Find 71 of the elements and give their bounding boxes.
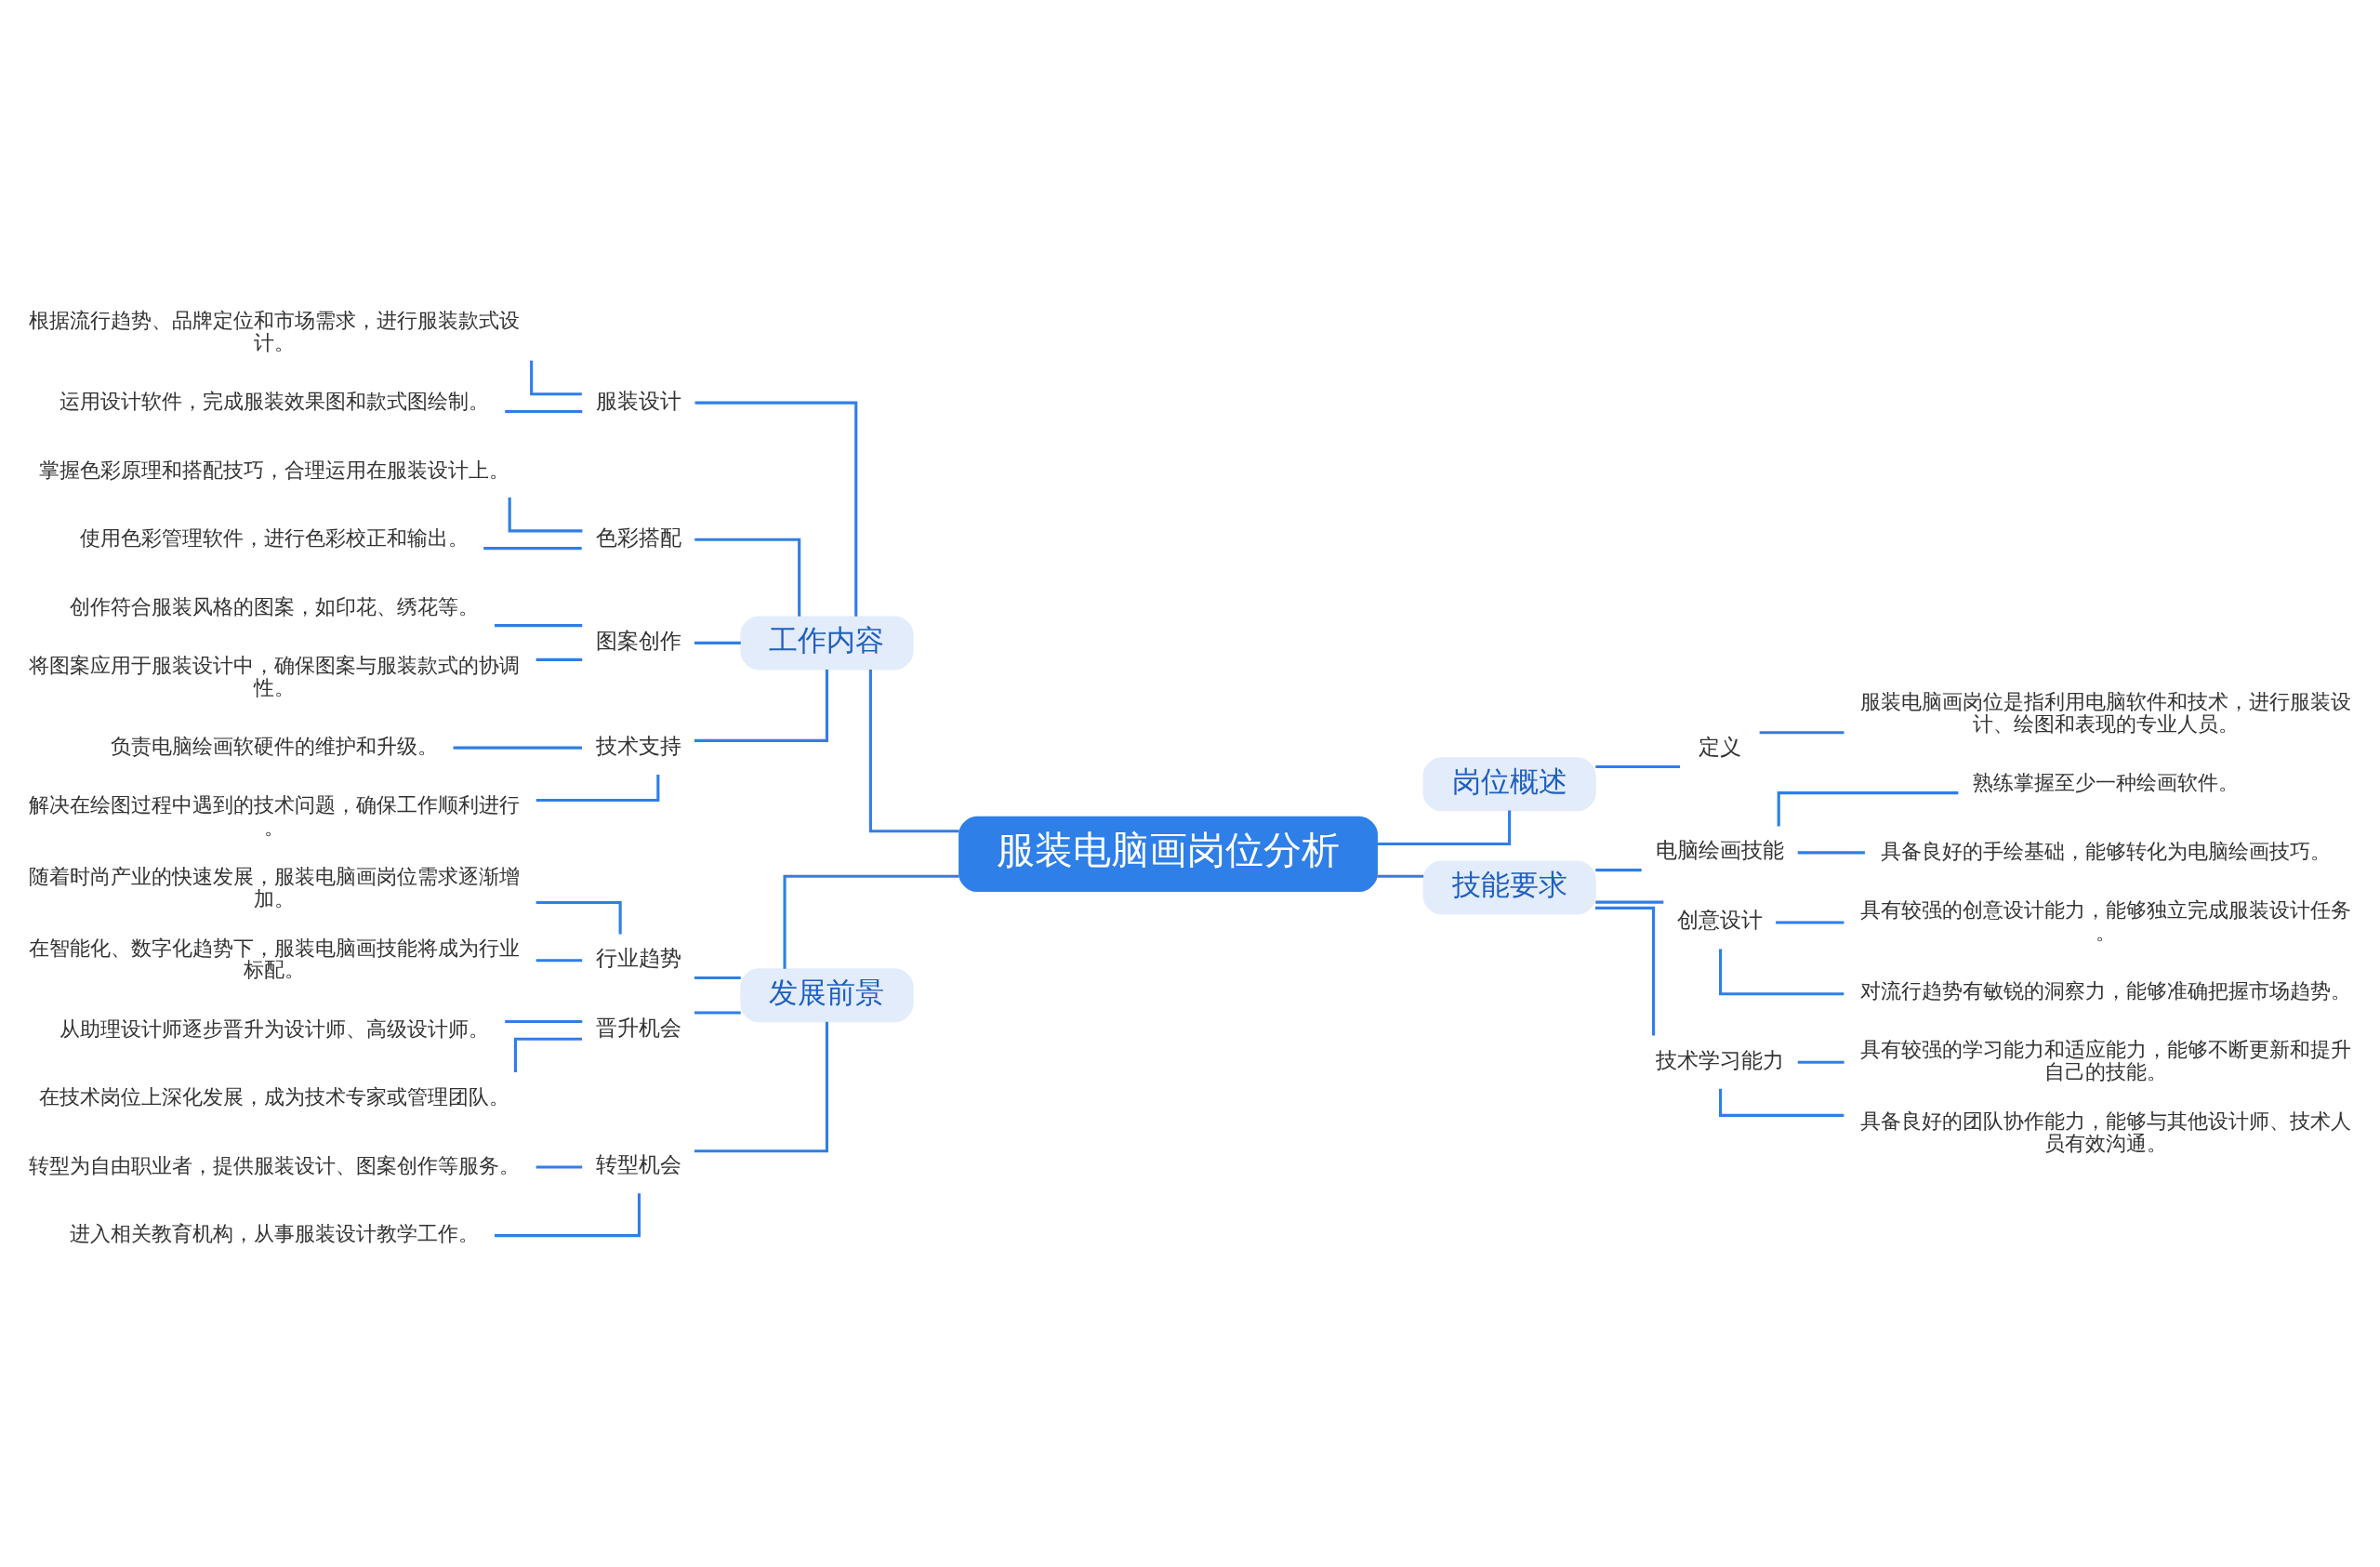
node-text: 对流行趋势有敏锐的洞察力，能够准确把握市场趋势。 bbox=[1859, 978, 2351, 1003]
connector bbox=[536, 959, 583, 963]
node-text: 图案创作 bbox=[595, 627, 681, 654]
node-text: 转型为自由职业者，提供服装设计、图案创作等服务。 bbox=[29, 1153, 521, 1177]
node-text: 从助理设计师逐步晋升为设计师、高级设计师。 bbox=[60, 1016, 490, 1041]
node-text: 在智能化、数字化趋势下，服装电脑画技能将成为行业标配。 bbox=[29, 936, 521, 982]
connector bbox=[530, 360, 582, 396]
connector bbox=[694, 1011, 741, 1015]
node-text: 定义 bbox=[1698, 734, 1741, 761]
node-text: 行业趋势 bbox=[595, 945, 681, 972]
node-text: 具有较强的学习能力和适应能力，能够不断更新和提升自己的技能。 bbox=[1859, 1038, 2351, 1083]
connector bbox=[1595, 869, 1642, 872]
connector bbox=[694, 1021, 828, 1153]
connector bbox=[505, 1019, 583, 1023]
node-text: 技术学习能力 bbox=[1655, 1046, 1784, 1073]
node-box: 技能要求 bbox=[1422, 860, 1596, 915]
node-box: 服装电脑画岗位分析 bbox=[959, 816, 1378, 893]
connector bbox=[868, 670, 959, 833]
node-text: 服装电脑画岗位是指利用电脑软件和技术，进行服装设计、绘图和表现的专业人员。 bbox=[1859, 690, 2351, 736]
node-text: 随着时尚产业的快速发展，服装电脑画岗位需求逐渐增加。 bbox=[29, 865, 521, 910]
node-text: 根据流行趋势、品牌定位和市场需求，进行服装款式设计。 bbox=[29, 309, 521, 354]
node-text: 具备良好的团队协作能力，能够与其他设计师、技术人员有效沟通。 bbox=[1859, 1109, 2351, 1155]
node-text: 晋升机会 bbox=[595, 1015, 681, 1042]
connector bbox=[783, 874, 959, 969]
connector bbox=[1797, 851, 1865, 855]
connector bbox=[513, 1037, 582, 1073]
connector bbox=[1776, 921, 1844, 924]
node-text: 进入相关教育机构，从事服装设计教学工作。 bbox=[70, 1222, 480, 1246]
node-text: 在技术岗位上深化发展，成为技术专家或管理团队。 bbox=[39, 1085, 510, 1109]
connector bbox=[1759, 731, 1844, 735]
connector bbox=[694, 401, 858, 617]
connector bbox=[495, 624, 583, 628]
connector bbox=[536, 900, 622, 935]
node-text: 使用色彩管理软件，进行色彩校正和输出。 bbox=[80, 526, 469, 551]
connector bbox=[536, 1165, 583, 1169]
node-text: 电脑绘画技能 bbox=[1655, 837, 1784, 864]
node-text: 具有较强的创意设计能力，能够独立完成服装设计任务。 bbox=[1859, 898, 2351, 944]
connector bbox=[694, 670, 828, 742]
node-text: 服装设计 bbox=[595, 387, 681, 414]
node-text: 负责电脑绘画软硬件的维护和升级。 bbox=[111, 734, 439, 758]
node-box: 工作内容 bbox=[740, 616, 914, 671]
connector bbox=[494, 1193, 641, 1238]
node-text: 色彩搭配 bbox=[595, 524, 681, 551]
connector bbox=[694, 976, 741, 980]
node-box: 发展前景 bbox=[740, 968, 914, 1023]
node-text: 具备良好的手绘基础，能够转化为电脑绘画技巧。 bbox=[1880, 839, 2331, 863]
node-text: 技术支持 bbox=[595, 732, 681, 759]
connector bbox=[1719, 949, 1844, 996]
connector bbox=[1595, 906, 1656, 1036]
connector bbox=[1595, 900, 1664, 904]
connector bbox=[505, 409, 583, 414]
node-text: 转型机会 bbox=[595, 1151, 681, 1178]
node-text: 熟练掌握至少一种绘画软件。 bbox=[1972, 771, 2239, 795]
connector bbox=[453, 746, 582, 750]
node-text: 掌握色彩原理和搭配技巧，合理运用在服装设计上。 bbox=[39, 458, 510, 482]
node-text: 解决在绘图过程中遇到的技术问题，确保工作顺利进行。 bbox=[29, 793, 521, 839]
node-text: 创意设计 bbox=[1676, 907, 1763, 934]
connector bbox=[508, 498, 583, 533]
connector bbox=[536, 775, 660, 803]
node-box: 岗位概述 bbox=[1422, 757, 1596, 812]
connector bbox=[1377, 874, 1424, 878]
connector bbox=[1797, 1060, 1844, 1064]
connector bbox=[694, 538, 801, 617]
connector bbox=[1777, 791, 1959, 827]
node-text: 将图案应用于服装设计中，确保图案与服装款式的协调性。 bbox=[29, 654, 521, 699]
connector bbox=[536, 657, 583, 661]
node-text: 创作符合服装风格的图案，如印花、绣花等。 bbox=[70, 594, 480, 618]
connector bbox=[483, 547, 582, 551]
node-text: 运用设计软件，完成服装效果图和款式图绘制。 bbox=[60, 389, 490, 413]
connector bbox=[694, 641, 741, 644]
connector bbox=[1595, 764, 1681, 769]
